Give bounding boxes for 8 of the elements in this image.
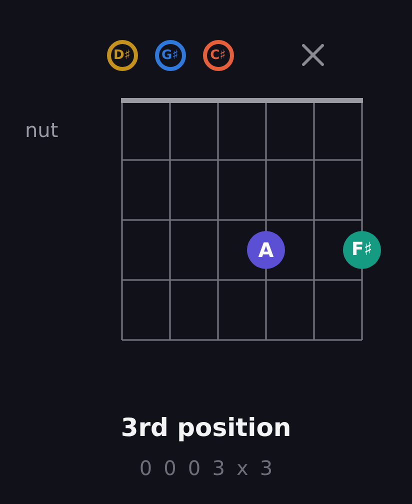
open-string-marker: C♯ (202, 40, 234, 70)
fingering-label: 0 0 0 3 x 3 (139, 456, 276, 480)
finger-dot: A (247, 231, 285, 269)
finger-dot: F♯ (343, 231, 381, 269)
position-title: 3rd position (120, 413, 292, 443)
open-string-marker: G♯ (154, 40, 186, 70)
open-string-marker: D♯ (106, 40, 138, 70)
nut-label: nut (25, 118, 58, 142)
